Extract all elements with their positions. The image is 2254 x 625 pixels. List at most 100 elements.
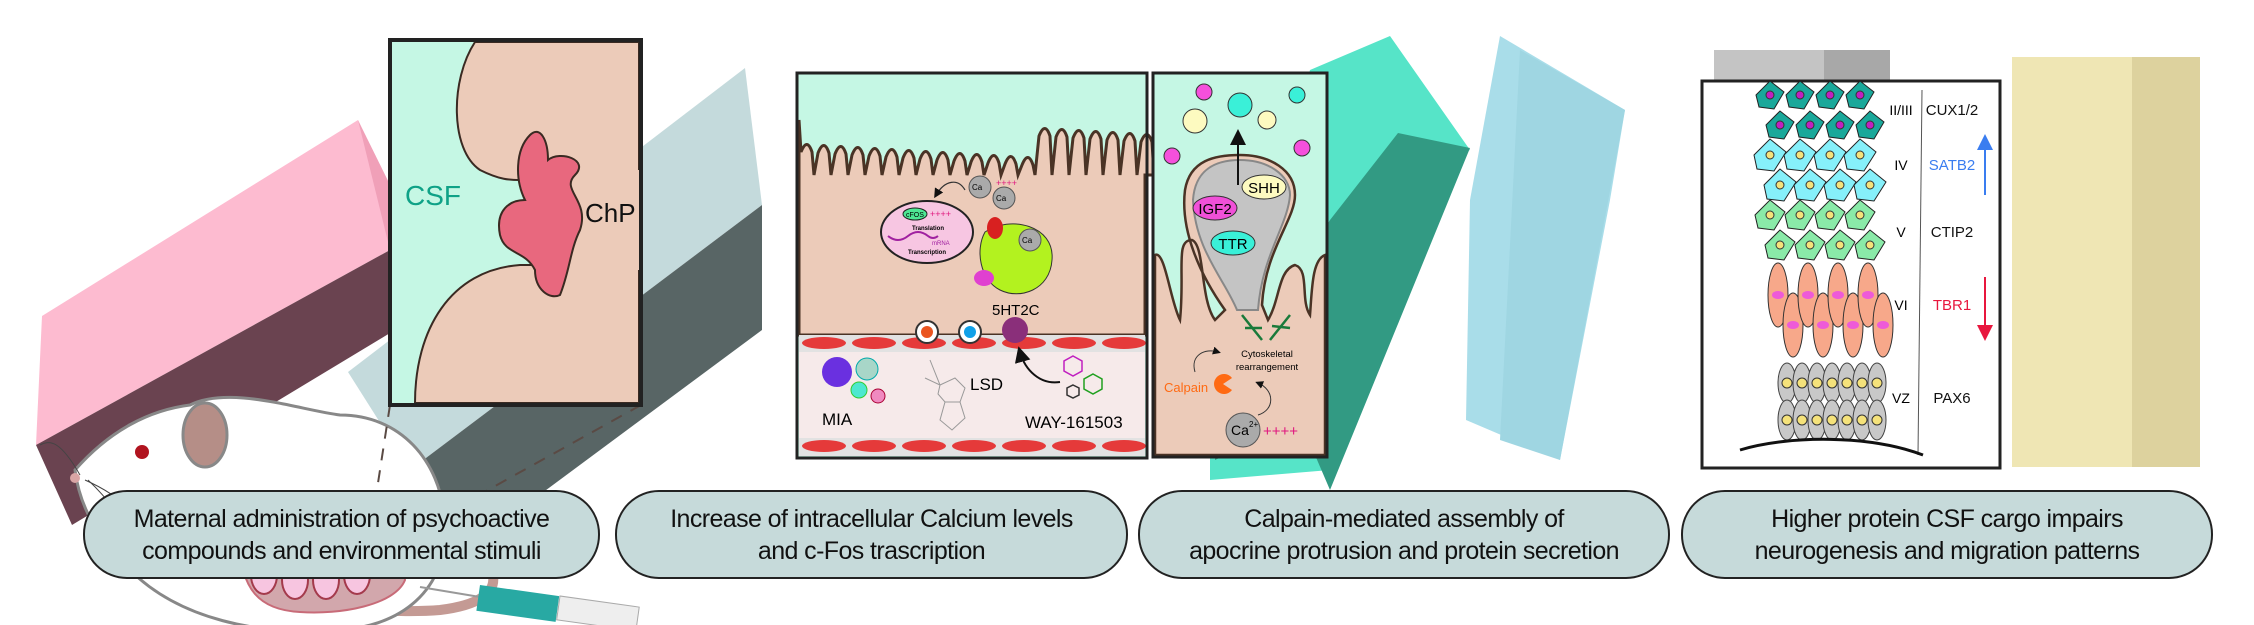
progenitor-nucleus: [1826, 377, 1838, 389]
progenitor-nucleus: [1826, 414, 1838, 426]
shh-protein: [1241, 174, 1287, 200]
neuron-nucleus: [1825, 150, 1835, 160]
dna-icon: [887, 231, 939, 241]
cycle-arrow: [1255, 381, 1272, 416]
secreted-protein: [1257, 110, 1277, 130]
shh-label: SHH: [1248, 180, 1280, 197]
calcium-label: Ca: [972, 183, 983, 192]
red-blood-cells: [802, 337, 1146, 452]
neuron-nucleus: [1825, 90, 1835, 100]
receptor-blue-core: [964, 326, 976, 338]
cfos-plus: ++++: [930, 209, 951, 219]
ttr-label: TTR: [1218, 236, 1247, 253]
mrna-label: mRNA: [932, 241, 950, 247]
actin-filaments-icon: [1241, 314, 1291, 341]
neuron-nucleus: [1765, 210, 1775, 220]
mouse-eye: [135, 445, 149, 459]
epithelium-microvilli: [797, 119, 1156, 337]
receptor-orange-core: [921, 326, 933, 338]
secreted-protein: [1288, 86, 1306, 104]
pink-block-side: [358, 120, 395, 250]
ventricular-surface: [1739, 437, 1924, 457]
igf2-label: IGF2: [1198, 201, 1231, 218]
progenitor-nucleus: [1871, 414, 1883, 426]
gray-slab-right: [1824, 50, 1890, 82]
red-blood-cell: [802, 440, 846, 452]
cyto-line2: rearrangement: [1236, 362, 1299, 373]
caption-line: Calpain-mediated assembly of: [1244, 504, 1564, 533]
neuron-nucleus: [1825, 210, 1835, 220]
neuron-nucleus: [1805, 240, 1815, 250]
caption-line: Maternal administration of psychoactive: [133, 504, 550, 533]
neuron-nucleus: [1775, 240, 1785, 250]
csf-label: CSF: [405, 180, 461, 211]
red-blood-cell: [802, 337, 846, 349]
neuron-nucleus: [1865, 180, 1875, 190]
neuron-nucleus: [1855, 210, 1865, 220]
red-blood-cell: [952, 440, 996, 452]
red-blood-cell: [852, 440, 896, 452]
calcium-label: Ca: [1231, 422, 1249, 438]
marker-label: CTIP2: [1931, 224, 1974, 241]
calcium-ion: [968, 175, 992, 199]
calcium-label: Ca: [1022, 236, 1033, 245]
ttr-protein: [1210, 230, 1256, 256]
marker-label: PAX6: [1933, 390, 1970, 407]
choroid-plexus-inset: CSF ChP: [388, 38, 643, 407]
layer-label: VZ: [1892, 390, 1910, 406]
cfos-badge: [902, 207, 928, 221]
translation-label: Translation: [912, 226, 944, 232]
mouse-ear: [181, 401, 229, 469]
choroid-plexus: [498, 130, 583, 298]
caption-line: and c-Fos trascription: [757, 536, 986, 565]
receptor-label: 5HT2C: [992, 302, 1040, 319]
red-blood-cell: [1052, 337, 1096, 349]
progenitor-nucleus: [1841, 377, 1853, 389]
neuron-nucleus: [1805, 180, 1815, 190]
marker-label: TBR1: [1933, 297, 1971, 314]
neuron-nucleus: [1865, 240, 1875, 250]
caption-line: Increase of intracellular Calcium levels: [670, 504, 1073, 533]
mouse-nose: [70, 473, 80, 483]
gray-slab-left: [1714, 50, 1824, 82]
layer-label: II/III: [1889, 102, 1912, 118]
red-blood-cell: [1102, 440, 1146, 452]
calpain-pacman-icon: [1214, 374, 1232, 395]
secreted-protein: [1195, 83, 1213, 101]
secreted-protein: [1163, 147, 1181, 165]
caption-line: neurogenesis and migration patterns: [1754, 536, 2140, 565]
secreted-protein: [1227, 92, 1253, 118]
marker-label: CUX1/2: [1926, 102, 1979, 119]
red-blood-cell: [852, 337, 896, 349]
neuron-nucleus: [1775, 180, 1785, 190]
calcium-ion: [1225, 412, 1261, 448]
pink-block-top: [36, 120, 390, 445]
caption-step-3: Calpain-mediated assembly of apocrine pro…: [1138, 490, 1670, 579]
mia-spheres: [822, 357, 886, 404]
caption-step-2: Increase of intracellular Calcium levels…: [615, 490, 1128, 579]
calcium-arrow: [934, 181, 966, 199]
layer-label: VI: [1894, 297, 1907, 313]
agonist-arrow: [1014, 346, 1061, 384]
neuron-nucleus: [1855, 150, 1865, 160]
progenitor-nucleus: [1856, 414, 1868, 426]
red-blood-cell: [1002, 440, 1046, 452]
progenitor-nucleus: [1796, 377, 1808, 389]
brain-tissue-upper: [455, 41, 640, 181]
cfos-label: cFOS: [906, 212, 924, 219]
neuron-nucleus: [1865, 120, 1875, 130]
neuron-nucleus: [1765, 150, 1775, 160]
layer-label: IV: [1894, 157, 1908, 173]
secretion-panel: SHH IGF2 TTR Cytoskeletal rearrangement …: [1151, 71, 1329, 459]
secreted-protein: [1182, 108, 1208, 134]
lsd-structure: [924, 359, 966, 431]
calcium-panel: cFOS ++++ Translation mRNA Transcription…: [795, 71, 1156, 460]
cyto-line1: Cytoskeletal: [1241, 349, 1293, 360]
secreted-proteins: [1163, 83, 1311, 165]
caption-line: apocrine protrusion and protein secretio…: [1189, 536, 1619, 565]
neuron-nucleus: [1835, 180, 1845, 190]
neuron-nucleus: [1862, 291, 1874, 299]
brain-tissue-lower: [413, 264, 640, 404]
